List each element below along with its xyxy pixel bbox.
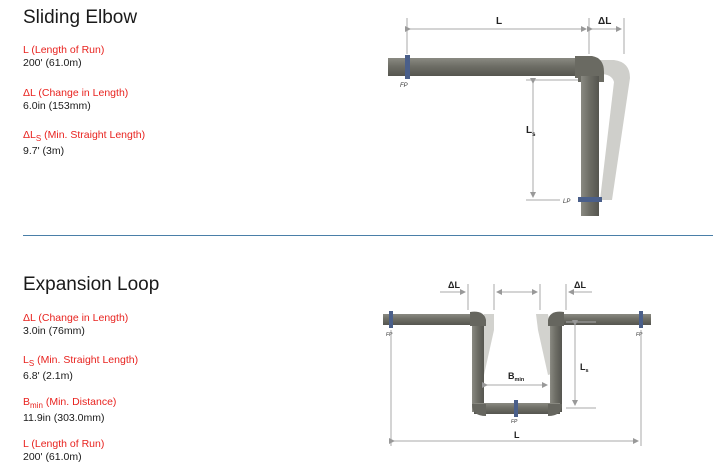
- param-label-sub: S: [28, 359, 35, 369]
- param-value: 6.0in (153mm): [23, 100, 91, 112]
- elbow-bottom-right: [548, 404, 562, 416]
- right-run-pipe: [556, 314, 651, 325]
- fp-label-right: FP: [636, 332, 643, 338]
- horizontal-pipe: [388, 58, 588, 76]
- param-label: Bmin (Min. Distance): [23, 396, 116, 412]
- param-label-sub: min: [30, 401, 43, 411]
- dim-ls-sub: s: [586, 368, 589, 374]
- fp-label-left: FP: [386, 332, 393, 338]
- param-change-in-length: ΔL (Change in Length) 3.0in (76mm): [23, 312, 128, 338]
- dim-l-label: L: [496, 16, 502, 27]
- dim-l-label: L: [514, 430, 520, 440]
- lp-clamp: [578, 197, 602, 202]
- param-value: 9.7' (3m): [23, 145, 65, 158]
- param-label-main: ΔL: [23, 129, 36, 141]
- dim-dl-left-label: ΔL: [448, 280, 460, 290]
- dim-ls-main: L: [526, 125, 532, 136]
- elbow-fitting: [575, 56, 604, 82]
- dim-bmin-sub: min: [515, 377, 525, 383]
- dim-ls-main: L: [580, 362, 586, 372]
- param-label-sub: S: [35, 134, 42, 144]
- fp-clamp: [405, 55, 410, 79]
- dim-bmin-main: B: [508, 371, 515, 381]
- right-leg-pipe: [550, 318, 562, 412]
- left-run-pipe: [383, 314, 478, 325]
- param-min-straight-length: LS (Min. Straight Length) 6.8' (2.1m): [23, 354, 138, 383]
- expansion-loop-diagram: FP FP FP ΔL ΔL Bmin Ls L: [383, 280, 651, 446]
- fp-label: FP: [400, 83, 408, 89]
- expansion-loop-title: Expansion Loop: [23, 274, 160, 295]
- elbow-top-left: [470, 311, 486, 326]
- param-label: ΔL (Change in Length): [23, 312, 129, 324]
- param-length-of-run: L (Length of Run) 200' (61.0m): [23, 44, 104, 70]
- dim-ls-sub: s: [532, 132, 536, 138]
- param-label: LS (Min. Straight Length): [23, 354, 138, 370]
- param-length-of-run: L (Length of Run) 200' (61.0m): [23, 438, 104, 464]
- fp-label-bottom: FP: [511, 419, 518, 425]
- dim-dl-label: ΔL: [598, 16, 611, 27]
- sliding-elbow-diagram: FP LP L ΔL Ls: [388, 16, 630, 216]
- param-label: ΔL (Change in Length): [23, 87, 129, 99]
- elbow-bottom-left: [472, 404, 486, 416]
- dim-dl-right-label: ΔL: [574, 280, 586, 290]
- param-label-rest: (Min. Straight Length): [41, 129, 146, 141]
- param-change-in-length: ΔL (Change in Length) 6.0in (153mm): [23, 87, 128, 113]
- ghost-elbow: [592, 60, 630, 200]
- sliding-elbow-title: Sliding Elbow: [23, 7, 138, 28]
- lp-label: LP: [563, 199, 570, 205]
- param-value: 11.9in (303.0mm): [23, 412, 105, 425]
- param-min-distance: Bmin (Min. Distance) 11.9in (303.0mm): [23, 396, 116, 425]
- param-label: L (Length of Run): [23, 44, 105, 56]
- param-label-main: L: [23, 354, 29, 366]
- vertical-pipe: [581, 76, 599, 216]
- left-leg-pipe: [472, 318, 484, 412]
- param-label-main: B: [23, 396, 31, 408]
- fp-clamp-left: [389, 311, 393, 328]
- elbow-top-right: [548, 311, 564, 326]
- param-label-rest: (Min. Distance): [42, 396, 117, 408]
- param-label-rest: (Min. Straight Length): [34, 354, 139, 366]
- dim-bmin-label: Bmin: [508, 371, 525, 383]
- param-value: 200' (61.0m): [23, 451, 82, 463]
- param-label: ΔLS (Min. Straight Length): [23, 129, 145, 145]
- fp-clamp-bottom: [514, 400, 518, 417]
- section-divider: [23, 235, 713, 236]
- param-value: 6.8' (2.1m): [23, 370, 73, 383]
- fp-clamp-right: [639, 311, 643, 328]
- dim-ls-label: Ls: [526, 125, 536, 138]
- param-min-straight-length: ΔLS (Min. Straight Length) 9.7' (3m): [23, 129, 145, 158]
- param-value: 3.0in (76mm): [23, 325, 85, 337]
- dim-ls-label: Ls: [580, 362, 589, 374]
- param-value: 200' (61.0m): [23, 57, 82, 69]
- param-label: L (Length of Run): [23, 438, 105, 450]
